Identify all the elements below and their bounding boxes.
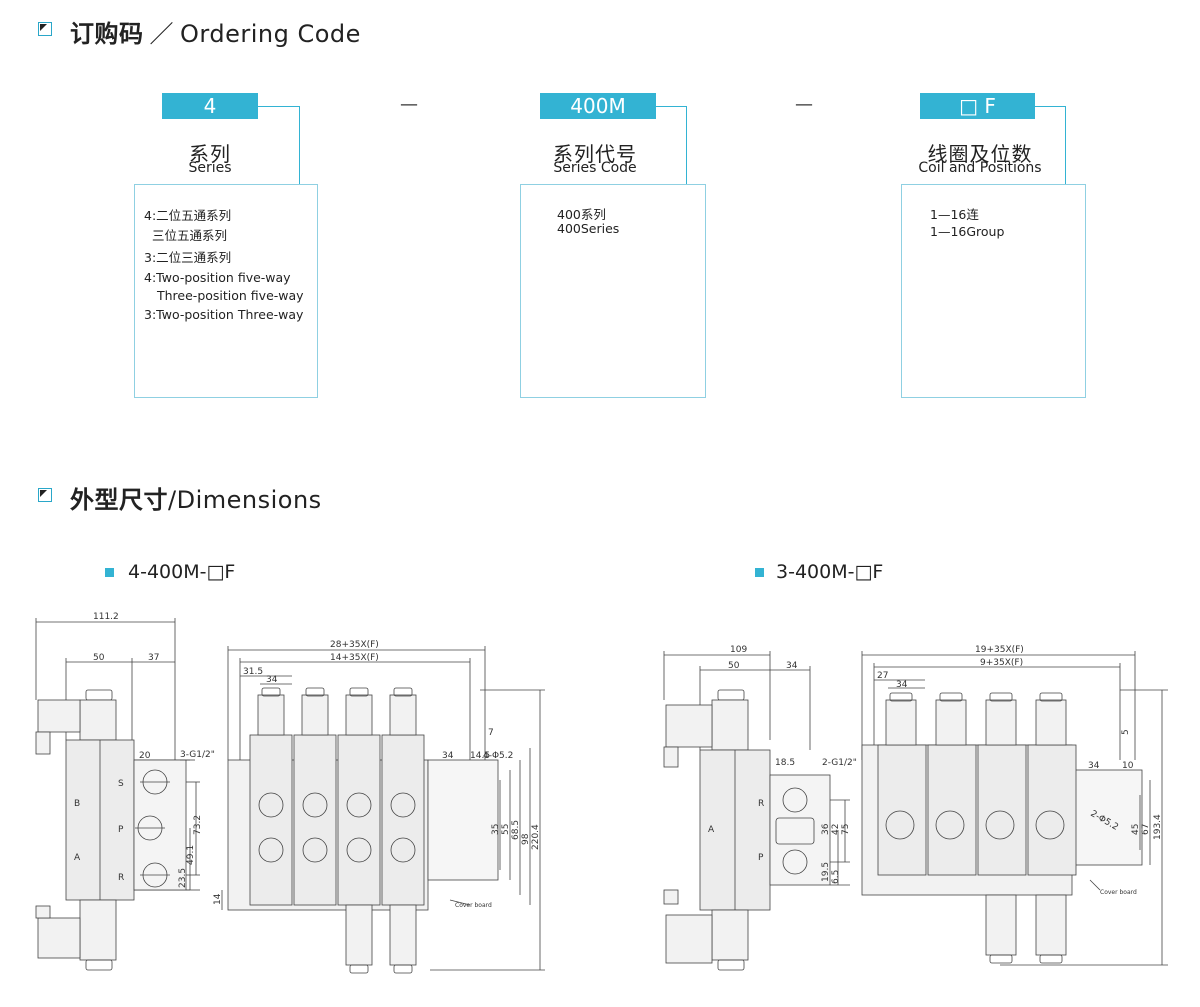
svg-text:14.5: 14.5	[470, 751, 490, 761]
svg-text:73.2: 73.2	[193, 815, 203, 835]
svg-text:A: A	[74, 853, 81, 863]
tag-connector	[1035, 106, 1066, 184]
svg-text:23.5: 23.5	[178, 868, 188, 888]
svg-text:20: 20	[139, 751, 151, 761]
separator-dash: —	[400, 94, 418, 115]
svg-text:55: 55	[501, 824, 511, 835]
ordering-code-title: 订购码／Ordering Code	[70, 20, 361, 48]
svg-text:45: 45	[1131, 824, 1141, 835]
svg-text:A: A	[708, 825, 715, 835]
svg-text:19+35X(F): 19+35X(F)	[975, 645, 1024, 655]
bullet-square	[105, 568, 114, 577]
svg-text:R: R	[758, 799, 764, 809]
svg-text:68.5: 68.5	[511, 820, 521, 840]
section-icon	[38, 22, 52, 36]
svg-text:34: 34	[266, 675, 278, 685]
separator-dash: —	[795, 94, 813, 115]
svg-text:27: 27	[877, 671, 888, 681]
svg-text:109: 109	[730, 645, 747, 655]
svg-text:5: 5	[1121, 729, 1131, 735]
tag-connector	[258, 106, 300, 184]
coil-label-en: Coil and Positions	[918, 160, 1042, 176]
svg-text:42: 42	[831, 824, 841, 835]
svg-text:S: S	[118, 779, 124, 789]
series-label-en: Series	[188, 160, 232, 176]
svg-text:4-Φ5.2: 4-Φ5.2	[483, 751, 513, 761]
svg-text:34: 34	[896, 680, 908, 690]
svg-text:36: 36	[821, 823, 831, 835]
svg-text:34: 34	[1088, 761, 1100, 771]
svg-text:193.4: 193.4	[1153, 814, 1163, 840]
svg-text:10: 10	[1122, 761, 1134, 771]
tag-connector	[656, 106, 687, 184]
right-model-title: 3-400M-□F	[776, 561, 884, 583]
svg-text:50: 50	[93, 653, 105, 663]
svg-text:7: 7	[488, 728, 494, 738]
svg-text:3-G1/2": 3-G1/2"	[180, 750, 215, 760]
dimensions-title: 外型尺寸/Dimensions	[70, 486, 322, 514]
svg-text:50: 50	[728, 661, 740, 671]
svg-text:37: 37	[148, 653, 159, 663]
svg-text:31.5: 31.5	[243, 667, 263, 677]
svg-text:98: 98	[521, 833, 531, 845]
svg-text:111.2: 111.2	[93, 612, 119, 622]
svg-text:14: 14	[213, 893, 223, 905]
code-tag-series: 4	[162, 93, 258, 119]
svg-text:19.5: 19.5	[821, 862, 831, 882]
series-code-label-cn: 系列代号	[553, 142, 637, 166]
svg-text:18.5: 18.5	[775, 758, 795, 768]
series-box: 4:二位五通系列 三位五通系列 3:二位三通系列 4:Two-position …	[134, 184, 318, 398]
svg-text:P: P	[118, 825, 124, 835]
svg-text:B: B	[74, 799, 80, 809]
svg-text:34: 34	[786, 661, 798, 671]
svg-text:14+35X(F): 14+35X(F)	[330, 653, 379, 663]
coil-label-cn: 线圈及位数	[927, 142, 1033, 166]
svg-text:Cover board: Cover board	[455, 902, 492, 909]
svg-text:67: 67	[1141, 824, 1151, 835]
svg-text:P: P	[758, 853, 764, 863]
code-tag-coil: □ F	[920, 93, 1035, 119]
svg-text:6.5: 6.5	[831, 870, 841, 884]
section-icon	[38, 488, 52, 502]
svg-text:49.1: 49.1	[186, 845, 196, 865]
svg-text:28+35X(F): 28+35X(F)	[330, 640, 379, 650]
svg-text:2-G1/2": 2-G1/2"	[822, 758, 857, 768]
svg-text:220.4: 220.4	[531, 824, 541, 850]
svg-text:75: 75	[841, 824, 851, 835]
coil-box: 1—16连 1—16Group	[901, 184, 1086, 398]
svg-text:9+35X(F): 9+35X(F)	[980, 658, 1023, 668]
svg-text:Cover board: Cover board	[1100, 889, 1137, 896]
svg-text:35: 35	[491, 824, 501, 835]
code-tag-series-code: 400M	[540, 93, 656, 119]
svg-text:R: R	[118, 873, 124, 883]
series-code-box: 400系列 400Series	[520, 184, 706, 398]
left-model-title: 4-400M-□F	[128, 561, 236, 583]
bullet-square	[755, 568, 764, 577]
series-code-label-en: Series Code	[553, 160, 637, 176]
svg-text:34: 34	[442, 751, 454, 761]
series-label-cn: 系列	[189, 142, 231, 166]
